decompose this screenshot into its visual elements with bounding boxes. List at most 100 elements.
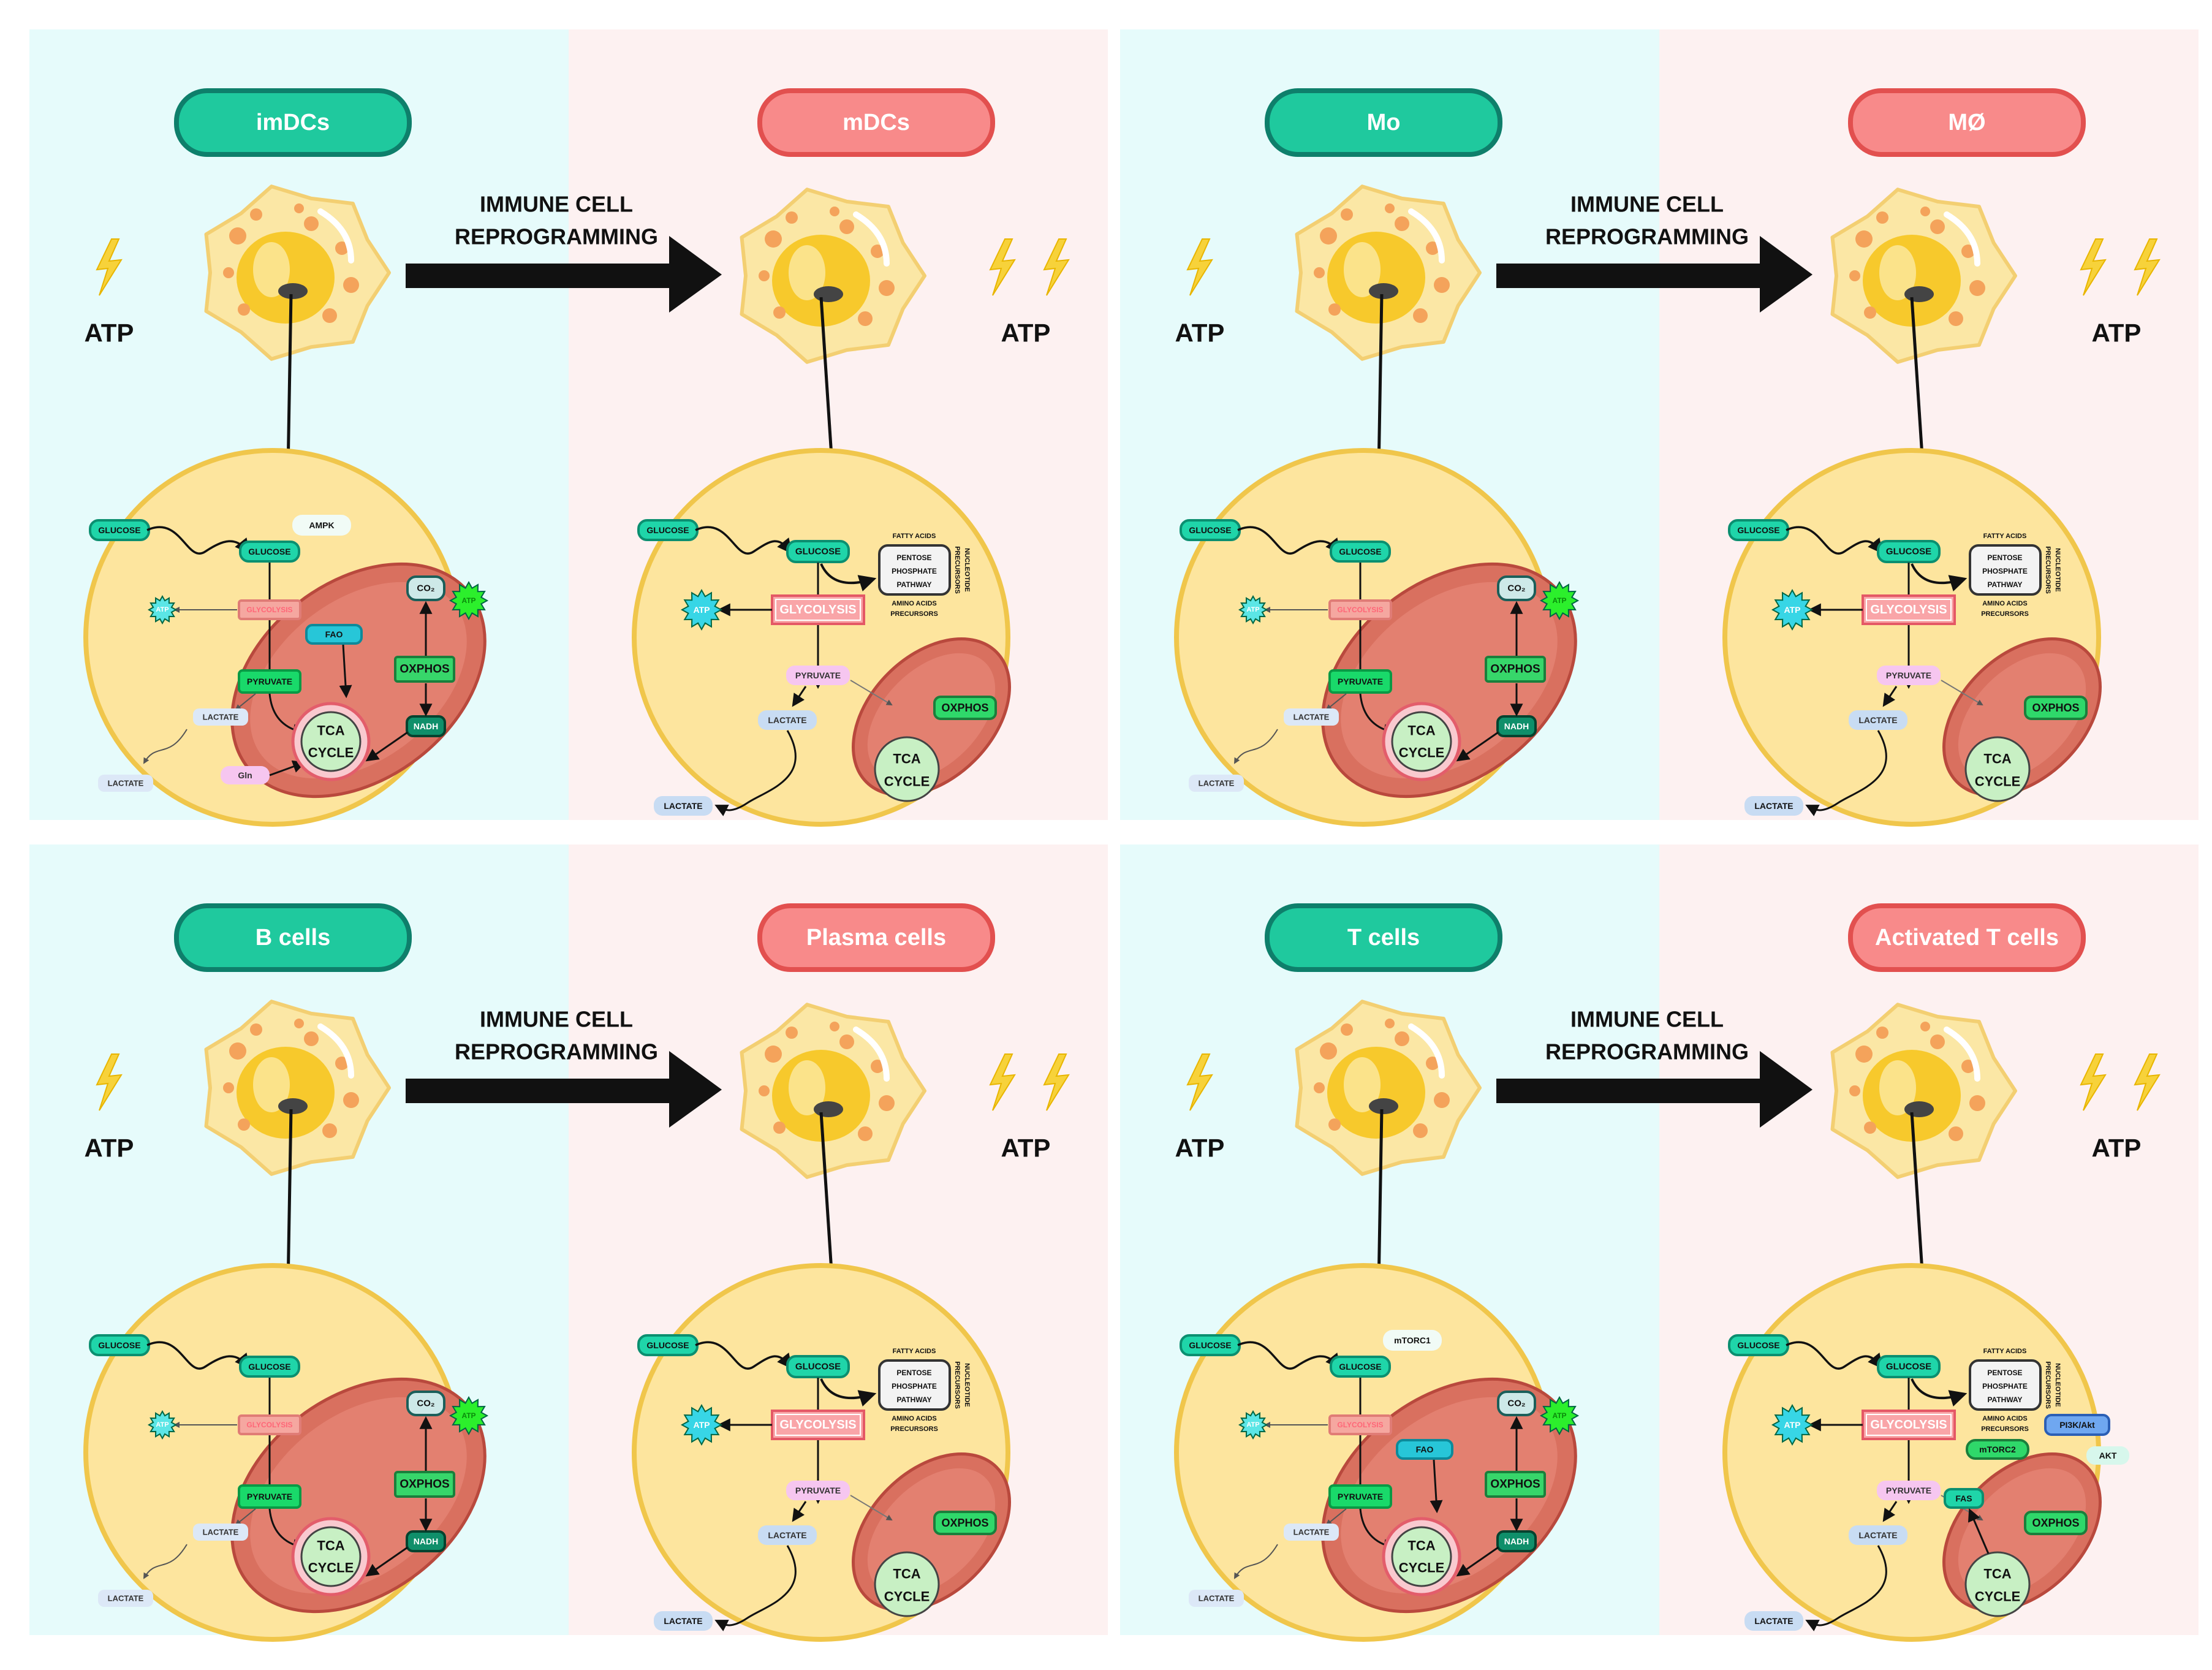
right-title-pill-label: mDCs	[843, 110, 910, 135]
glucose-in-label-label: GLUCOSE	[98, 1340, 140, 1350]
fao-label-label: FAO	[325, 629, 343, 639]
granule	[294, 1019, 304, 1028]
pyruvate-mito-arrow	[850, 680, 893, 706]
right-atp-bolt-2	[1043, 1053, 1070, 1111]
pi3k-label-bg	[2044, 1414, 2110, 1436]
lactate-label: LACTATE	[193, 708, 248, 726]
left-cell-icon	[204, 184, 391, 361]
ppp-bg	[1969, 1359, 2042, 1411]
granule	[1328, 1118, 1341, 1131]
amino-acids-label: AMINO ACIDS	[1982, 1415, 2028, 1422]
nadh-label: NADH	[1496, 1530, 1537, 1552]
granule	[1920, 207, 1930, 216]
granule	[839, 1034, 854, 1049]
lactate-out-label-label: LACTATE	[1754, 1616, 1793, 1626]
nucleus-lobe	[1344, 1057, 1381, 1112]
fao-label-label: FAO	[1416, 1444, 1434, 1454]
left-cell-icon	[1295, 184, 1482, 361]
granule	[1930, 1034, 1945, 1049]
reprogramming-text-1: IMMUNE CELL	[480, 1007, 633, 1032]
fatty-acids-label: FATTY ACIDS	[893, 1348, 936, 1355]
left-atp-label: ATP	[1175, 319, 1225, 347]
pyruvate-mito-arrow	[850, 1495, 893, 1521]
pyruvate-label-label: PYRUVATE	[1338, 1492, 1383, 1501]
tca-label-2: CYCLE	[1399, 1560, 1445, 1576]
mito-atp-label: ATP	[1552, 1411, 1566, 1420]
oxphos-label-label: OXPHOS	[1490, 1478, 1540, 1491]
glycolysis-label: GLYCOLYSIS	[1870, 1418, 1947, 1432]
tca-label-2: CYCLE	[884, 1589, 930, 1604]
granule	[1855, 230, 1873, 248]
reprogramming-text-1: IMMUNE CELL	[480, 192, 633, 217]
atp-label: ATP	[1784, 605, 1801, 615]
receptor	[278, 1098, 308, 1114]
granule	[1385, 203, 1395, 213]
lactate-out-label-label: LACTATE	[664, 1616, 702, 1626]
tca-label-2: CYCLE	[308, 1560, 354, 1576]
glucose-label: GLUCOSE	[786, 1355, 850, 1378]
left-connector-arrow	[277, 1109, 299, 1290]
highlight	[1408, 208, 1445, 264]
pyruvate-label-bg	[1328, 669, 1392, 694]
pyruvate-lactate-arrow	[1325, 693, 1347, 711]
lactate-label-bg	[1849, 1525, 1907, 1545]
glycolysis-box: GLYCOLYSIS	[771, 1410, 865, 1440]
oxphos-label: OXPHOS	[1485, 656, 1546, 683]
left-title-pill-label: imDCs	[256, 110, 330, 135]
lactate-label-label: LACTATE	[1293, 713, 1330, 722]
gln-label-bg	[221, 766, 270, 784]
glycolysis-bg	[1862, 594, 1956, 625]
ppp-arrow	[1911, 1378, 1968, 1406]
left-title-pill: imDCs	[174, 88, 412, 157]
mtorc2-label-label: mTORC2	[1979, 1444, 2016, 1454]
granule	[343, 1092, 359, 1108]
receptor	[1369, 283, 1398, 299]
lactate-out-label-bg	[98, 775, 153, 792]
left-atp-label: ATP	[1175, 1134, 1225, 1163]
ppp-label-0: PENTOSE	[1987, 553, 2022, 562]
lactate-label: LACTATE	[1284, 1524, 1339, 1541]
oxphos-label: OXPHOS	[2024, 1511, 2088, 1535]
activated-metabolism: GLUCOSEGLUCOSEPENTOSEPHOSPHATEPATHWAYFAT…	[632, 1263, 1011, 1642]
granule	[1413, 1123, 1428, 1138]
left-atp-label: ATP	[85, 1134, 134, 1163]
fao-label-bg	[305, 624, 363, 645]
granule	[1385, 1019, 1395, 1028]
granule	[1341, 208, 1353, 221]
highlight	[853, 1027, 890, 1082]
glycolysis-label: GLYCOLYSIS	[238, 1414, 301, 1435]
amino-precursors-label: PRECURSORS	[890, 610, 938, 618]
glucose-label-label: GLUCOSE	[1339, 1362, 1381, 1372]
left-cell-icon	[1295, 1000, 1482, 1176]
atp-label: ATP	[1246, 1421, 1259, 1429]
granule	[786, 1027, 798, 1039]
nadh-tca-arrow	[365, 731, 408, 762]
oxphos-label: OXPHOS	[2024, 696, 2088, 720]
glucose-transport-arrow	[1786, 1341, 1884, 1370]
receptor	[1904, 1101, 1934, 1117]
oxphos-label: OXPHOS	[394, 656, 455, 683]
nucleotide-label: NUCLEOTIDE	[2054, 1363, 2061, 1407]
nucleotide-label: NUCLEOTIDE	[963, 1363, 971, 1407]
ppp-label-0: PENTOSE	[1987, 1368, 2022, 1377]
atp-label: ATP	[694, 1420, 710, 1430]
right-cell-icon	[740, 1003, 926, 1179]
fas-label-label: FAS	[1955, 1494, 1972, 1503]
glycolysis-label: GLYCOLYSIS	[1870, 603, 1947, 617]
granule	[1855, 1046, 1873, 1063]
right-atp-bolt-1	[989, 238, 1016, 296]
pyruvate-mito-arrow	[1941, 680, 1983, 706]
pyruvate-label-bg	[1877, 1481, 1941, 1500]
right-title-pill-label: Plasma cells	[806, 925, 946, 951]
lactate-label-bg	[193, 708, 248, 726]
lactate-out-label-bg	[1189, 775, 1244, 792]
lactate-label-bg	[758, 710, 817, 730]
right-atp-bolt-1	[989, 1053, 1016, 1111]
lactate-export-arrow	[143, 1544, 187, 1579]
granule	[1849, 270, 1860, 281]
granule	[1876, 1027, 1888, 1039]
left-title-pill-label: B cells	[256, 925, 331, 951]
granule	[1920, 1022, 1930, 1031]
atp-burst	[1771, 588, 1814, 631]
